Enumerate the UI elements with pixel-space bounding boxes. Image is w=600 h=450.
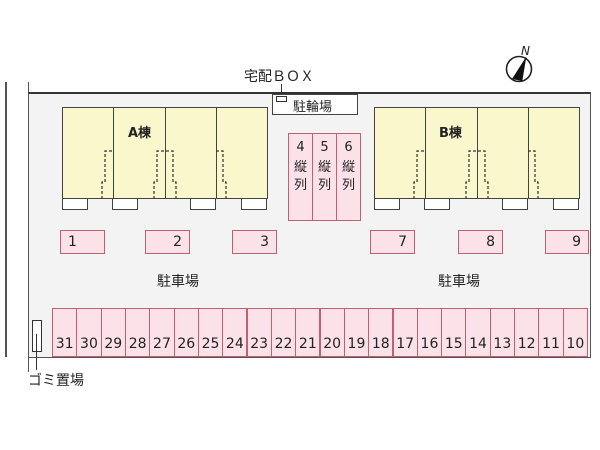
stair-dashed-lines	[413, 150, 539, 199]
compass: N	[504, 44, 538, 84]
garbage-area	[32, 320, 42, 352]
north-label: N	[521, 44, 530, 58]
parking-space-30: 30	[76, 308, 102, 357]
parking-space-4: 4 縦列	[288, 133, 313, 221]
entrance-box	[502, 198, 528, 210]
north-arrow-icon	[505, 55, 533, 83]
parking-space-17: 17	[392, 308, 418, 357]
entrance-box	[112, 198, 138, 210]
building-b-label: B棟	[439, 126, 462, 141]
tandem-note: 縦列	[317, 160, 331, 193]
parking-space-12: 12	[514, 308, 540, 357]
parking-space-28: 28	[125, 308, 151, 357]
parking-label-right: 駐車場	[438, 274, 480, 290]
bicycle-parking	[272, 94, 358, 115]
entrance-box	[241, 198, 267, 210]
parking-space-20: 20	[319, 308, 345, 357]
parking-space-27: 27	[149, 308, 175, 357]
entrance-box	[62, 198, 88, 210]
parking-space-13: 13	[489, 308, 515, 357]
left-road-line	[5, 82, 7, 357]
tandem-note: 縦列	[341, 160, 355, 193]
parking-space-8: 8	[458, 230, 503, 254]
garbage-leader	[36, 334, 37, 370]
tandem-note: 縦列	[293, 160, 307, 193]
stair-dashed-lines	[101, 150, 227, 199]
unit-divider	[165, 108, 166, 198]
parking-space-26: 26	[173, 308, 199, 357]
parking-space-11: 11	[538, 308, 564, 357]
unit-divider	[477, 108, 478, 198]
delivery-box-leader	[281, 84, 282, 96]
parking-space-29: 29	[100, 308, 126, 357]
unit-divider	[113, 108, 114, 198]
unit-divider	[216, 108, 217, 198]
entrance-box	[374, 198, 400, 210]
parking-space-14: 14	[465, 308, 491, 357]
parking-space-22: 22	[270, 308, 297, 357]
parking-space-19: 19	[343, 308, 370, 357]
parking-space-10: 10	[562, 308, 588, 357]
parking-space-16: 16	[416, 308, 443, 357]
parking-space-5: 5 縦列	[312, 133, 337, 221]
delivery-box	[276, 96, 287, 102]
unit-divider	[425, 108, 426, 198]
entrance-box	[190, 198, 216, 210]
entrance-box	[424, 198, 450, 210]
parking-space-6: 6 縦列	[336, 133, 361, 221]
garbage-label: ゴミ置場	[28, 373, 84, 389]
parking-space-18: 18	[368, 308, 394, 357]
space-number: 4	[296, 140, 305, 155]
parking-space-31: 31	[52, 308, 78, 357]
parking-space-1: 1	[60, 230, 105, 254]
building-a-label: A棟	[128, 126, 152, 141]
parking-space-23: 23	[246, 308, 272, 357]
building-b	[374, 107, 580, 199]
entrance-box	[553, 198, 579, 210]
space-number: 5	[320, 140, 329, 155]
unit-divider	[528, 108, 529, 198]
bicycle-parking-label: 駐輪場	[293, 100, 333, 115]
space-number: 6	[344, 140, 353, 155]
building-a	[62, 107, 268, 199]
parking-space-15: 15	[441, 308, 467, 357]
parking-space-7: 7	[370, 230, 415, 254]
parking-space-9: 9	[545, 230, 589, 254]
parking-space-25: 25	[197, 308, 224, 357]
parking-label-left: 駐車場	[157, 274, 199, 290]
parking-space-3: 3	[232, 230, 277, 254]
delivery-box-label: 宅配ＢＯＸ	[244, 69, 314, 85]
parking-space-21: 21	[295, 308, 321, 357]
parking-space-2: 2	[145, 230, 190, 254]
parking-space-24: 24	[222, 308, 248, 357]
